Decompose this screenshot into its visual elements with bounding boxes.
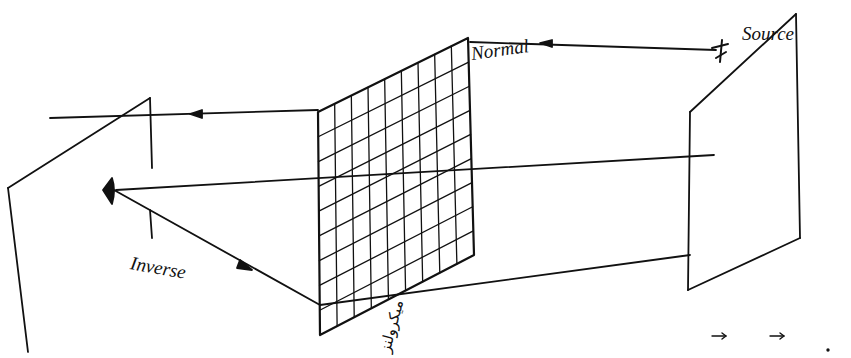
arrowhead (237, 260, 252, 270)
grid-line (320, 231, 474, 310)
grid-line (318, 86, 469, 161)
microlens-grid (318, 38, 474, 335)
normal-ray (50, 110, 318, 118)
left-plane-edge (150, 210, 152, 238)
right-plane-edge (688, 112, 690, 290)
grid-line (335, 104, 337, 326)
grid-line (320, 207, 473, 286)
grid-line (435, 54, 440, 272)
ray-label: Normal (470, 36, 530, 65)
eye-symbol (103, 178, 114, 204)
right-plane-edge (796, 14, 800, 238)
vector-arrows (712, 333, 829, 351)
center-ray (116, 155, 714, 190)
grid-line (318, 62, 468, 137)
arrowhead (190, 110, 202, 118)
left-plane-edge (8, 98, 150, 188)
grid-line (385, 79, 389, 299)
grid-line (351, 96, 354, 318)
right-plane-edge (690, 14, 796, 112)
lens-label: میکرولنز (377, 298, 407, 354)
ray-label: Inverse (129, 253, 188, 283)
inverse-ray (114, 190, 320, 305)
inverse-ray (320, 255, 690, 305)
grid-line (401, 71, 405, 291)
grid-line (319, 134, 471, 211)
source-symbol (712, 40, 728, 62)
right-plane-edge (688, 238, 800, 290)
left-plane-edge (8, 188, 28, 352)
arrowhead (540, 40, 552, 47)
grid-line (319, 183, 472, 261)
grid-line (319, 110, 470, 186)
grid-line (368, 87, 371, 308)
source-label: Source (742, 24, 794, 45)
grid-line (451, 46, 457, 264)
left-plane-edge (150, 98, 152, 168)
